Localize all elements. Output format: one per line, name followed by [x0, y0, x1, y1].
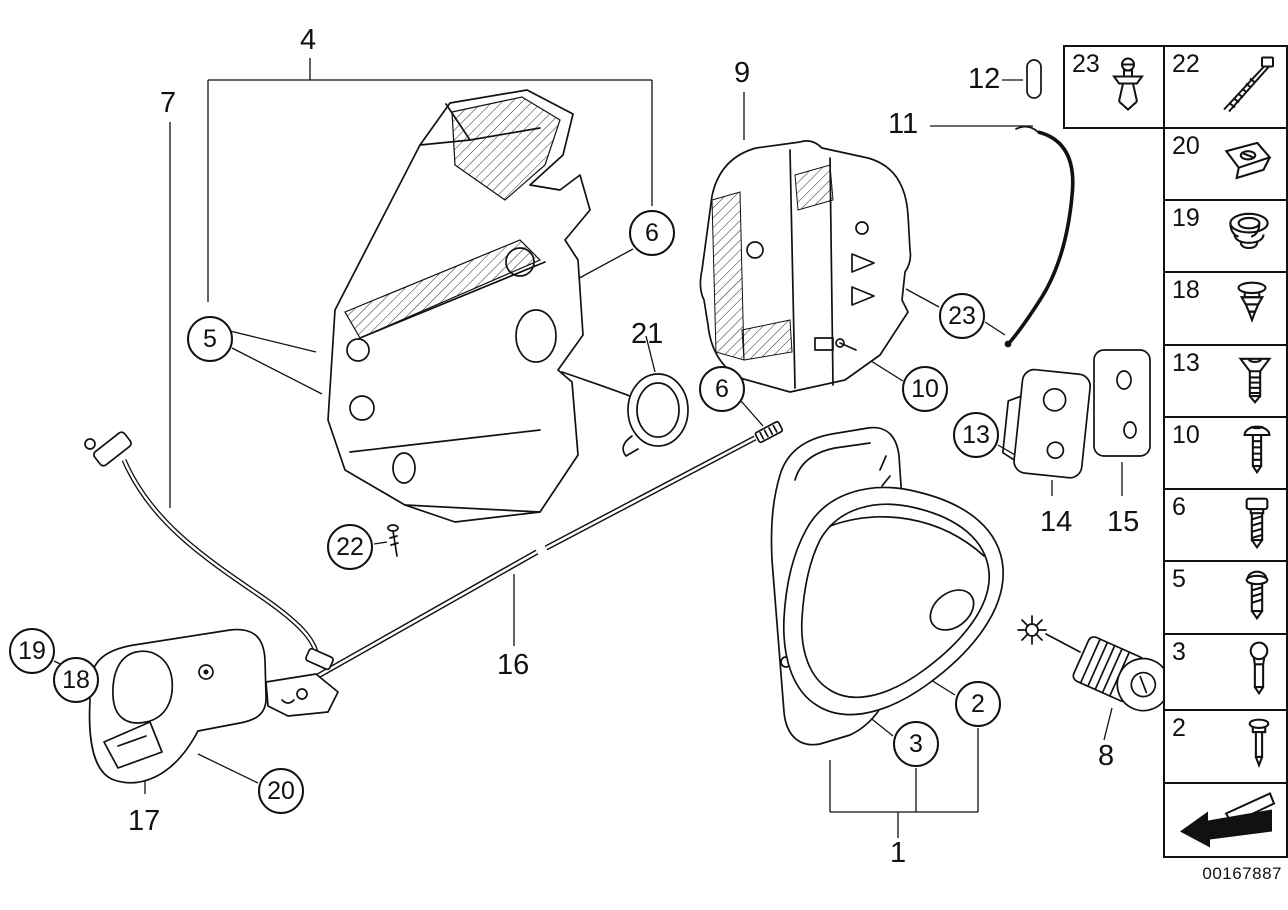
countersunk-screw-icon: [1232, 349, 1278, 414]
expanding-rivet-icon: [1101, 55, 1155, 120]
sidebar-item-10-label: 10: [1172, 421, 1200, 449]
callout-22[interactable]: 22: [327, 524, 373, 570]
callout-20[interactable]: 20: [258, 768, 304, 814]
blind-rivet-icon: [1240, 715, 1278, 778]
striker-gasket: [1093, 349, 1151, 457]
bowden-cable: [84, 431, 399, 671]
callout-14[interactable]: 14: [1040, 506, 1073, 538]
callout-15[interactable]: 15: [1107, 506, 1140, 538]
sidebar-item-19-label: 19: [1172, 204, 1200, 232]
callout-6[interactable]: 6: [629, 210, 675, 256]
lock-trim-ring: [622, 373, 689, 457]
sidebar-item-6[interactable]: 6: [1163, 488, 1288, 562]
callout-9[interactable]: 9: [734, 57, 751, 89]
sidebar-item-3[interactable]: 3: [1163, 633, 1288, 711]
pan-head-screw-icon: [1236, 421, 1278, 486]
callout-21[interactable]: 21: [631, 318, 664, 350]
cable-clamp-screw: [387, 524, 399, 557]
sidebar-item-10[interactable]: 10: [1163, 416, 1288, 490]
sidebar-item-18-label: 18: [1172, 276, 1200, 304]
callout-4[interactable]: 4: [300, 24, 317, 56]
handle-carrier-bracket: [327, 89, 641, 523]
sidebar-item-2-label: 2: [1172, 714, 1186, 742]
sidebar-item-2[interactable]: 2: [1163, 709, 1288, 784]
interior-handle-base: [88, 628, 339, 784]
callout-1[interactable]: 1: [890, 837, 907, 869]
sidebar-item-3-label: 3: [1172, 638, 1186, 666]
spacer-pin: [1026, 59, 1042, 99]
callout-5[interactable]: 5: [187, 316, 233, 362]
sidebar-item-22[interactable]: 22: [1163, 45, 1288, 129]
cable-tie-icon: [1216, 54, 1278, 121]
sidebar-item-22-label: 22: [1172, 50, 1200, 78]
door-lock-actuator: [699, 140, 912, 393]
sidebar-item-5-label: 5: [1172, 565, 1186, 593]
callout-23[interactable]: 23: [939, 293, 985, 339]
star-washer: [1017, 615, 1047, 645]
drawing-number: 00167887: [1202, 864, 1282, 883]
callout-12[interactable]: 12: [968, 63, 1001, 95]
sidebar-item-13[interactable]: 13: [1163, 344, 1288, 418]
callout-8[interactable]: 8: [1098, 740, 1115, 772]
sidebar-item-6-label: 6: [1172, 493, 1186, 521]
callout-11[interactable]: 11: [888, 108, 919, 140]
callout-3[interactable]: 3: [893, 721, 939, 767]
callout-17[interactable]: 17: [128, 805, 161, 837]
sidebar-item-18[interactable]: 18: [1163, 271, 1288, 346]
callout-7[interactable]: 7: [160, 87, 177, 119]
sidebar-item-5[interactable]: 5: [1163, 560, 1288, 635]
push-rivet-icon: [1226, 277, 1278, 340]
sidebar-item-20-label: 20: [1172, 132, 1200, 160]
sealing-plug-icon: [1220, 207, 1278, 266]
fillister-screw-icon: [1236, 493, 1278, 558]
callout-2[interactable]: 2: [955, 681, 1001, 727]
callout-18[interactable]: 18: [53, 657, 99, 703]
sidebar-direction-cell[interactable]: [1163, 782, 1288, 858]
outer-door-handle: [782, 486, 1004, 716]
lock-cylinder: [1017, 615, 1171, 712]
callout-13[interactable]: 13: [953, 412, 999, 458]
ball-pin-icon: [1240, 640, 1278, 705]
callout-10[interactable]: 10: [902, 366, 948, 412]
sidebar-item-13-label: 13: [1172, 349, 1200, 377]
round-head-screw-icon: [1236, 566, 1278, 629]
sidebar-item-19[interactable]: 19: [1163, 199, 1288, 273]
direction-arrow-icon: [1174, 786, 1278, 855]
sidebar-item-23[interactable]: 23: [1063, 45, 1165, 129]
speed-nut-icon: [1216, 135, 1278, 194]
striker-plate: [1001, 368, 1091, 479]
sidebar-item-23-label: 23: [1072, 50, 1100, 78]
sidebar-item-20[interactable]: 20: [1163, 127, 1288, 201]
callout-6b[interactable]: 6: [699, 366, 745, 412]
actuating-rod: [1004, 125, 1075, 348]
callout-19[interactable]: 19: [9, 628, 55, 674]
callout-16[interactable]: 16: [497, 649, 530, 681]
connecting-rod: [300, 420, 784, 688]
